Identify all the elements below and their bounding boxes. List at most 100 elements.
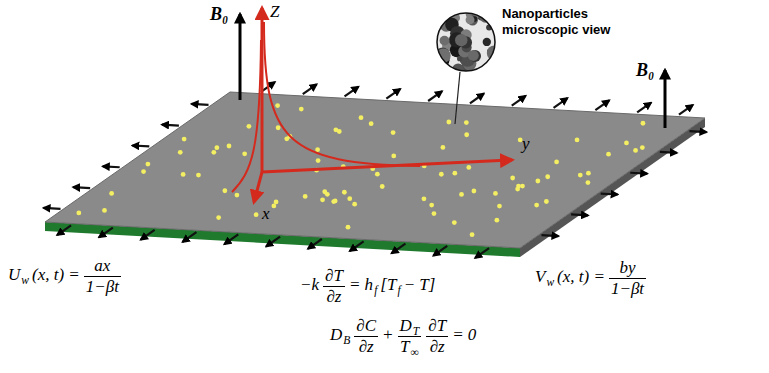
nanoparticle-dot [333,199,338,204]
nanoparticle-dot [544,199,549,204]
nanoparticle-dot [494,218,499,223]
stretch-arrow [428,91,442,101]
nanoparticle-dot [422,196,427,201]
field-arrow [664,70,667,128]
stretch-arrow [99,228,113,238]
equation-term: = h [349,275,373,294]
stretch-arrow [192,103,209,106]
equation-term: −k [300,275,319,294]
stretch-arrow [303,84,317,94]
nanoparticle-dot [535,179,540,184]
equation-term-subscript: B [343,334,350,347]
axis-label: x [262,204,270,223]
denominator: 1−βt [609,279,646,299]
nanoparticle-dot [346,225,351,230]
numerator: ∂T [426,316,448,337]
equation-term-group: Vw(x, t) =by1−βt [535,258,650,298]
equation-term-group: Uw(x, t) =ax1−βt [8,256,125,296]
nanoparticle-dot [227,144,232,149]
equation-term: ∂z [430,337,445,356]
nanoparticle-dot [276,125,281,130]
nanoparticle-dot [380,184,385,189]
stretch-arrow [73,186,90,189]
equation-term: D [400,316,412,335]
equation-term-subscript: f [374,284,377,297]
nanoparticle-dot [271,204,276,209]
nanoparticle-dot [333,127,338,132]
stretch-arrow [660,151,677,154]
particle-blob [440,36,450,46]
stretch-arrow [386,89,400,99]
stretch-arrow [350,241,364,251]
nanoparticles [76,103,645,237]
nanoparticle-dot [441,145,446,150]
nanoparticle-dot [641,121,646,126]
stretch-arrow [630,172,647,175]
nanoparticle-dot [624,140,629,145]
numerator: by [609,258,646,279]
nanoparticle-dot [275,103,280,108]
numerator: ∂C [354,316,378,337]
nanoparticle-dot [518,138,523,143]
equation-term: V [535,267,545,286]
particle-blob [488,60,496,68]
equation-term: ∂T [428,316,446,335]
nanoparticle-dot [145,162,150,167]
equation-term: (x, t) = [32,265,80,284]
fraction: ax1−βt [84,256,121,296]
nanoparticle-dot [316,158,321,163]
fraction: by1−βt [609,258,646,298]
equation-term-subscript: w [21,274,29,287]
denominator: ∂z [323,287,345,307]
particle-blob [432,9,442,19]
field-label-group: B₀ [636,60,657,81]
microscope-view [437,13,495,71]
nanoparticle-dot [575,137,580,142]
nanoparticle-dot [102,208,107,213]
equation-term: + [382,325,393,344]
nanoparticle-dot [446,120,451,125]
stretch-arrow [433,246,447,256]
nanoparticle-dot [352,202,357,207]
stretch-arrow [266,237,280,247]
equation-term-subscript: w [546,276,554,289]
nanoparticle-dot [472,189,477,194]
numerator: ∂T [323,266,345,287]
equation-term: D [330,325,342,344]
axis-label: y [522,134,530,153]
nanoparticle-dot [181,172,186,177]
nanoparticle-dot [452,171,457,176]
stretch-arrow [44,207,61,210]
axis-label: Z [270,2,279,21]
particle-texture [432,6,502,77]
numerator: DT [398,316,422,337]
equation-term-subscript: T [413,325,419,338]
equation-term: 1−βt [86,277,119,296]
nanoparticle-dot [640,145,645,150]
stretching-plate [45,92,705,248]
nanoparticle-dot [432,211,437,216]
nanoparticle-dot [76,211,81,216]
nanoparticle-dot [470,232,475,237]
stretch-arrow [141,230,155,240]
equation-term: (x, t) = [557,267,605,286]
stretch-arrow [679,105,693,115]
nanoparticle-dot [247,124,252,129]
nanoparticle-dot [493,191,498,196]
stretch-arrow [103,165,120,168]
nanoparticle-dot [464,120,469,125]
nanoparticle-dot [178,150,183,155]
stretch-arrow [541,234,558,237]
nanoparticle-dot [182,137,187,142]
stretch-arrow [601,192,618,195]
nanoparticle-dot [586,180,591,185]
equation-term: = 0 [452,325,476,344]
field-arrow [239,14,242,100]
equation-term: ∂z [326,287,341,306]
boundary-layer-curve [264,22,420,166]
equation-term-group: DB∂C∂z+DTT∞∂T∂z= 0 [330,316,479,356]
nanoparticle-dot [391,153,396,158]
nanoparticle-dot [520,184,525,189]
particle-blob [435,61,444,70]
